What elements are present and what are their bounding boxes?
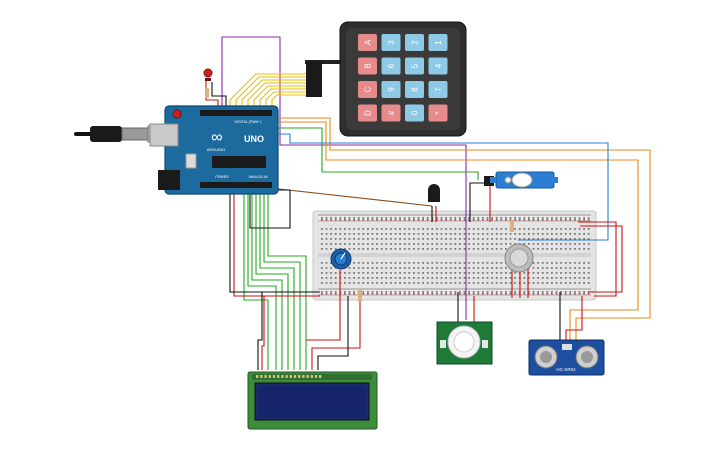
wire-green xyxy=(263,192,301,370)
wire-red xyxy=(565,296,583,340)
wire-green xyxy=(247,192,277,370)
keypad-key[interactable] xyxy=(381,81,401,98)
keypad-key[interactable] xyxy=(405,57,424,75)
arduino-header-power: POWER xyxy=(215,175,229,179)
resistor xyxy=(358,220,514,302)
keypad-key-label: * xyxy=(434,111,443,114)
keypad-key-label: 9 xyxy=(387,87,396,92)
keypad-key-label: 6 xyxy=(387,63,396,68)
keypad-key-label: 4 xyxy=(434,63,443,68)
lcd-pins xyxy=(256,375,322,378)
wire-black xyxy=(229,192,318,293)
keypad-connector xyxy=(306,61,322,97)
arduino-header-digital: DIGITAL (PWM~) xyxy=(234,120,261,124)
pir-sensor xyxy=(436,321,493,365)
keypad-key-label: 7 xyxy=(434,87,443,92)
keypad-key[interactable] xyxy=(381,104,401,122)
arduino-brand: ARDUINO xyxy=(207,147,225,152)
wire-red xyxy=(261,295,320,370)
wire-keypad xyxy=(229,73,320,106)
keypad-key[interactable] xyxy=(428,81,448,98)
ultrasonic-label: HC-SR04 xyxy=(556,367,576,372)
wire-green xyxy=(243,192,269,370)
wire-brown xyxy=(269,187,433,207)
wire-green xyxy=(267,192,307,370)
keypad-key-label: A xyxy=(364,39,373,45)
keypad-4x4[interactable]: 1 2 3 A 4 5 6 B 7 8 9 C * 0 # D xyxy=(305,21,467,137)
wire-red xyxy=(311,296,361,370)
keypad-key-label: 8 xyxy=(411,87,420,92)
wire-keypad xyxy=(271,94,320,106)
wire-red xyxy=(306,270,341,341)
wire-green xyxy=(259,192,295,370)
arduino-uno[interactable]: ∞ UNO ARDUINO DIGITAL (PWM~) POWER ANALO… xyxy=(149,105,279,195)
keypad-key-label: 2 xyxy=(411,40,420,45)
keypad-key[interactable] xyxy=(381,34,401,51)
gas-sensor xyxy=(504,243,534,273)
keypad-key[interactable] xyxy=(358,34,377,51)
keypad-key[interactable] xyxy=(428,104,448,122)
arduino-model: UNO xyxy=(244,134,264,144)
wire-keypad xyxy=(253,85,320,106)
keypad-key[interactable] xyxy=(428,34,448,51)
keypad-key-label: B xyxy=(364,63,373,68)
keypad-key[interactable] xyxy=(358,57,377,75)
breadboard xyxy=(312,210,597,301)
wire-keypad xyxy=(235,76,320,106)
arduino-logo: ∞ xyxy=(211,129,222,146)
keypad-key-label: 0 xyxy=(411,110,420,115)
potentiometer[interactable] xyxy=(330,248,352,270)
keypad-key-label: # xyxy=(387,110,396,115)
wire-black xyxy=(211,82,227,106)
wire-keypad xyxy=(241,79,320,106)
wire-keypad xyxy=(247,82,320,106)
wire-keypad xyxy=(259,88,320,106)
wire-red xyxy=(578,221,617,297)
keypad-key-label: 1 xyxy=(434,40,443,45)
wire-red xyxy=(580,225,623,293)
wire-purple xyxy=(221,36,467,320)
keypad-key[interactable] xyxy=(358,104,377,122)
wire-keypad xyxy=(265,91,320,106)
wire-black xyxy=(257,291,320,370)
wire-green xyxy=(255,192,289,370)
keypad-key-label: 3 xyxy=(387,40,396,45)
wire-black xyxy=(317,296,349,370)
wire-black xyxy=(469,182,486,222)
lcd-16x2 xyxy=(247,371,378,430)
wire-green xyxy=(251,192,283,370)
keypad-key-label: 5 xyxy=(411,63,420,68)
keypad-key-label: D xyxy=(364,110,373,116)
servo-motor xyxy=(484,171,558,189)
keypad-key[interactable] xyxy=(381,57,401,75)
keypad-key[interactable] xyxy=(405,34,424,51)
keypad-key-grid: 1 2 3 A 4 5 6 B 7 8 9 C * 0 # D xyxy=(358,34,448,122)
keypad-key[interactable] xyxy=(405,81,424,98)
ultrasonic-sensor: HC-SR04 xyxy=(528,339,605,376)
temperature-sensor xyxy=(428,184,440,202)
arduino-header-analog: ANALOG IN xyxy=(248,175,268,179)
keypad-key[interactable] xyxy=(358,81,377,98)
breadboard-holes xyxy=(321,217,590,295)
wire-black xyxy=(249,189,291,229)
keypad-key-label: C xyxy=(364,86,373,92)
led-red xyxy=(203,68,213,98)
keypad-key[interactable] xyxy=(405,104,424,122)
keypad-key[interactable] xyxy=(428,57,448,75)
